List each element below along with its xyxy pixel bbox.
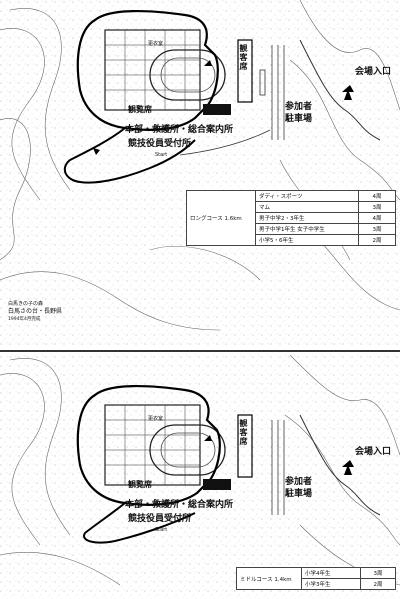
start-label: Start	[155, 527, 168, 533]
course-name-cell: ミドルコース 1.4km	[236, 567, 302, 590]
long-course-map: 観客席 更衣室 観覧席 本部・救護所・総合案内所 競技役員受付所 Start 参…	[0, 0, 400, 345]
spectator-seat-label: 観客席	[239, 419, 248, 446]
table-row: 男子中学1年生 女子中学生 3周	[187, 223, 396, 235]
entrance-label: 会場入口	[355, 447, 392, 457]
middle-course-map-drawing	[0, 355, 400, 599]
laps-cell: 3周	[360, 567, 396, 579]
course-name-cell: ロングコース 1.6km	[186, 190, 256, 246]
locker-room-label: 更衣室	[148, 416, 164, 422]
footer-note-1: 白馬きの子の森	[8, 301, 44, 307]
main-stand-label: 観覧席	[128, 480, 152, 489]
category-cell: 小学5・6年生	[255, 234, 359, 246]
middle-course-map: 観客席 更衣室 観覧席 本部・救護所・総合案内所 競技役員受付所 Start 参…	[0, 355, 400, 599]
entrance-label: 会場入口	[355, 67, 392, 77]
category-cell: ダディ・スポーツ	[255, 190, 359, 202]
parking-label-line1: 参加者	[285, 477, 313, 487]
middle-course-table: ミドルコース 1.4km 小学4年生 3周 小学3年生 2周	[236, 567, 396, 590]
category-cell: 小学4年生	[301, 567, 361, 579]
table-row: 男子中学2・3年生 4周	[187, 212, 396, 224]
table-row: 小学3年生 2周	[237, 578, 396, 590]
laps-cell: 2周	[358, 234, 396, 246]
category-cell: 小学3年生	[301, 578, 361, 590]
hq-label: 本部・救護所・総合案内所	[125, 500, 234, 510]
officials-reception-label: 競技役員受付所	[128, 514, 192, 524]
start-label: Start	[155, 152, 168, 158]
footer-note-2: 白馬さの台・長野県	[8, 308, 63, 315]
table-row: 小学5・6年生 2周	[187, 234, 396, 246]
category-cell: マム	[255, 201, 359, 213]
main-stand-label: 観覧席	[128, 105, 152, 114]
parking-label-line2: 駐車場	[285, 114, 313, 124]
parking-label-line1: 参加者	[285, 102, 313, 112]
category-cell: 男子中学2・3年生	[255, 212, 359, 224]
laps-cell: 4周	[358, 190, 396, 202]
officials-reception-label: 競技役員受付所	[128, 139, 192, 149]
locker-room-label: 更衣室	[148, 41, 164, 47]
long-course-map-drawing	[0, 0, 400, 345]
page-divider	[0, 350, 400, 352]
category-cell: 男子中学1年生 女子中学生	[255, 223, 359, 235]
long-course-table: ロングコース 1.6km ダディ・スポーツ 4周 マム 3周 男子中学2・3年生…	[186, 190, 396, 246]
laps-cell: 4周	[358, 212, 396, 224]
footer-note-3: 1994年4月完成	[8, 317, 41, 322]
parking-label-line2: 駐車場	[285, 489, 313, 499]
laps-cell: 3周	[358, 201, 396, 213]
table-row: ミドルコース 1.4km 小学4年生 3周	[236, 567, 396, 590]
laps-cell: 2周	[360, 578, 396, 590]
table-row: ロングコース 1.6km ダディ・スポーツ 4周	[186, 190, 396, 246]
laps-cell: 3周	[358, 223, 396, 235]
spectator-seat-label: 観客席	[239, 44, 248, 71]
hq-label: 本部・救護所・総合案内所	[125, 125, 234, 135]
